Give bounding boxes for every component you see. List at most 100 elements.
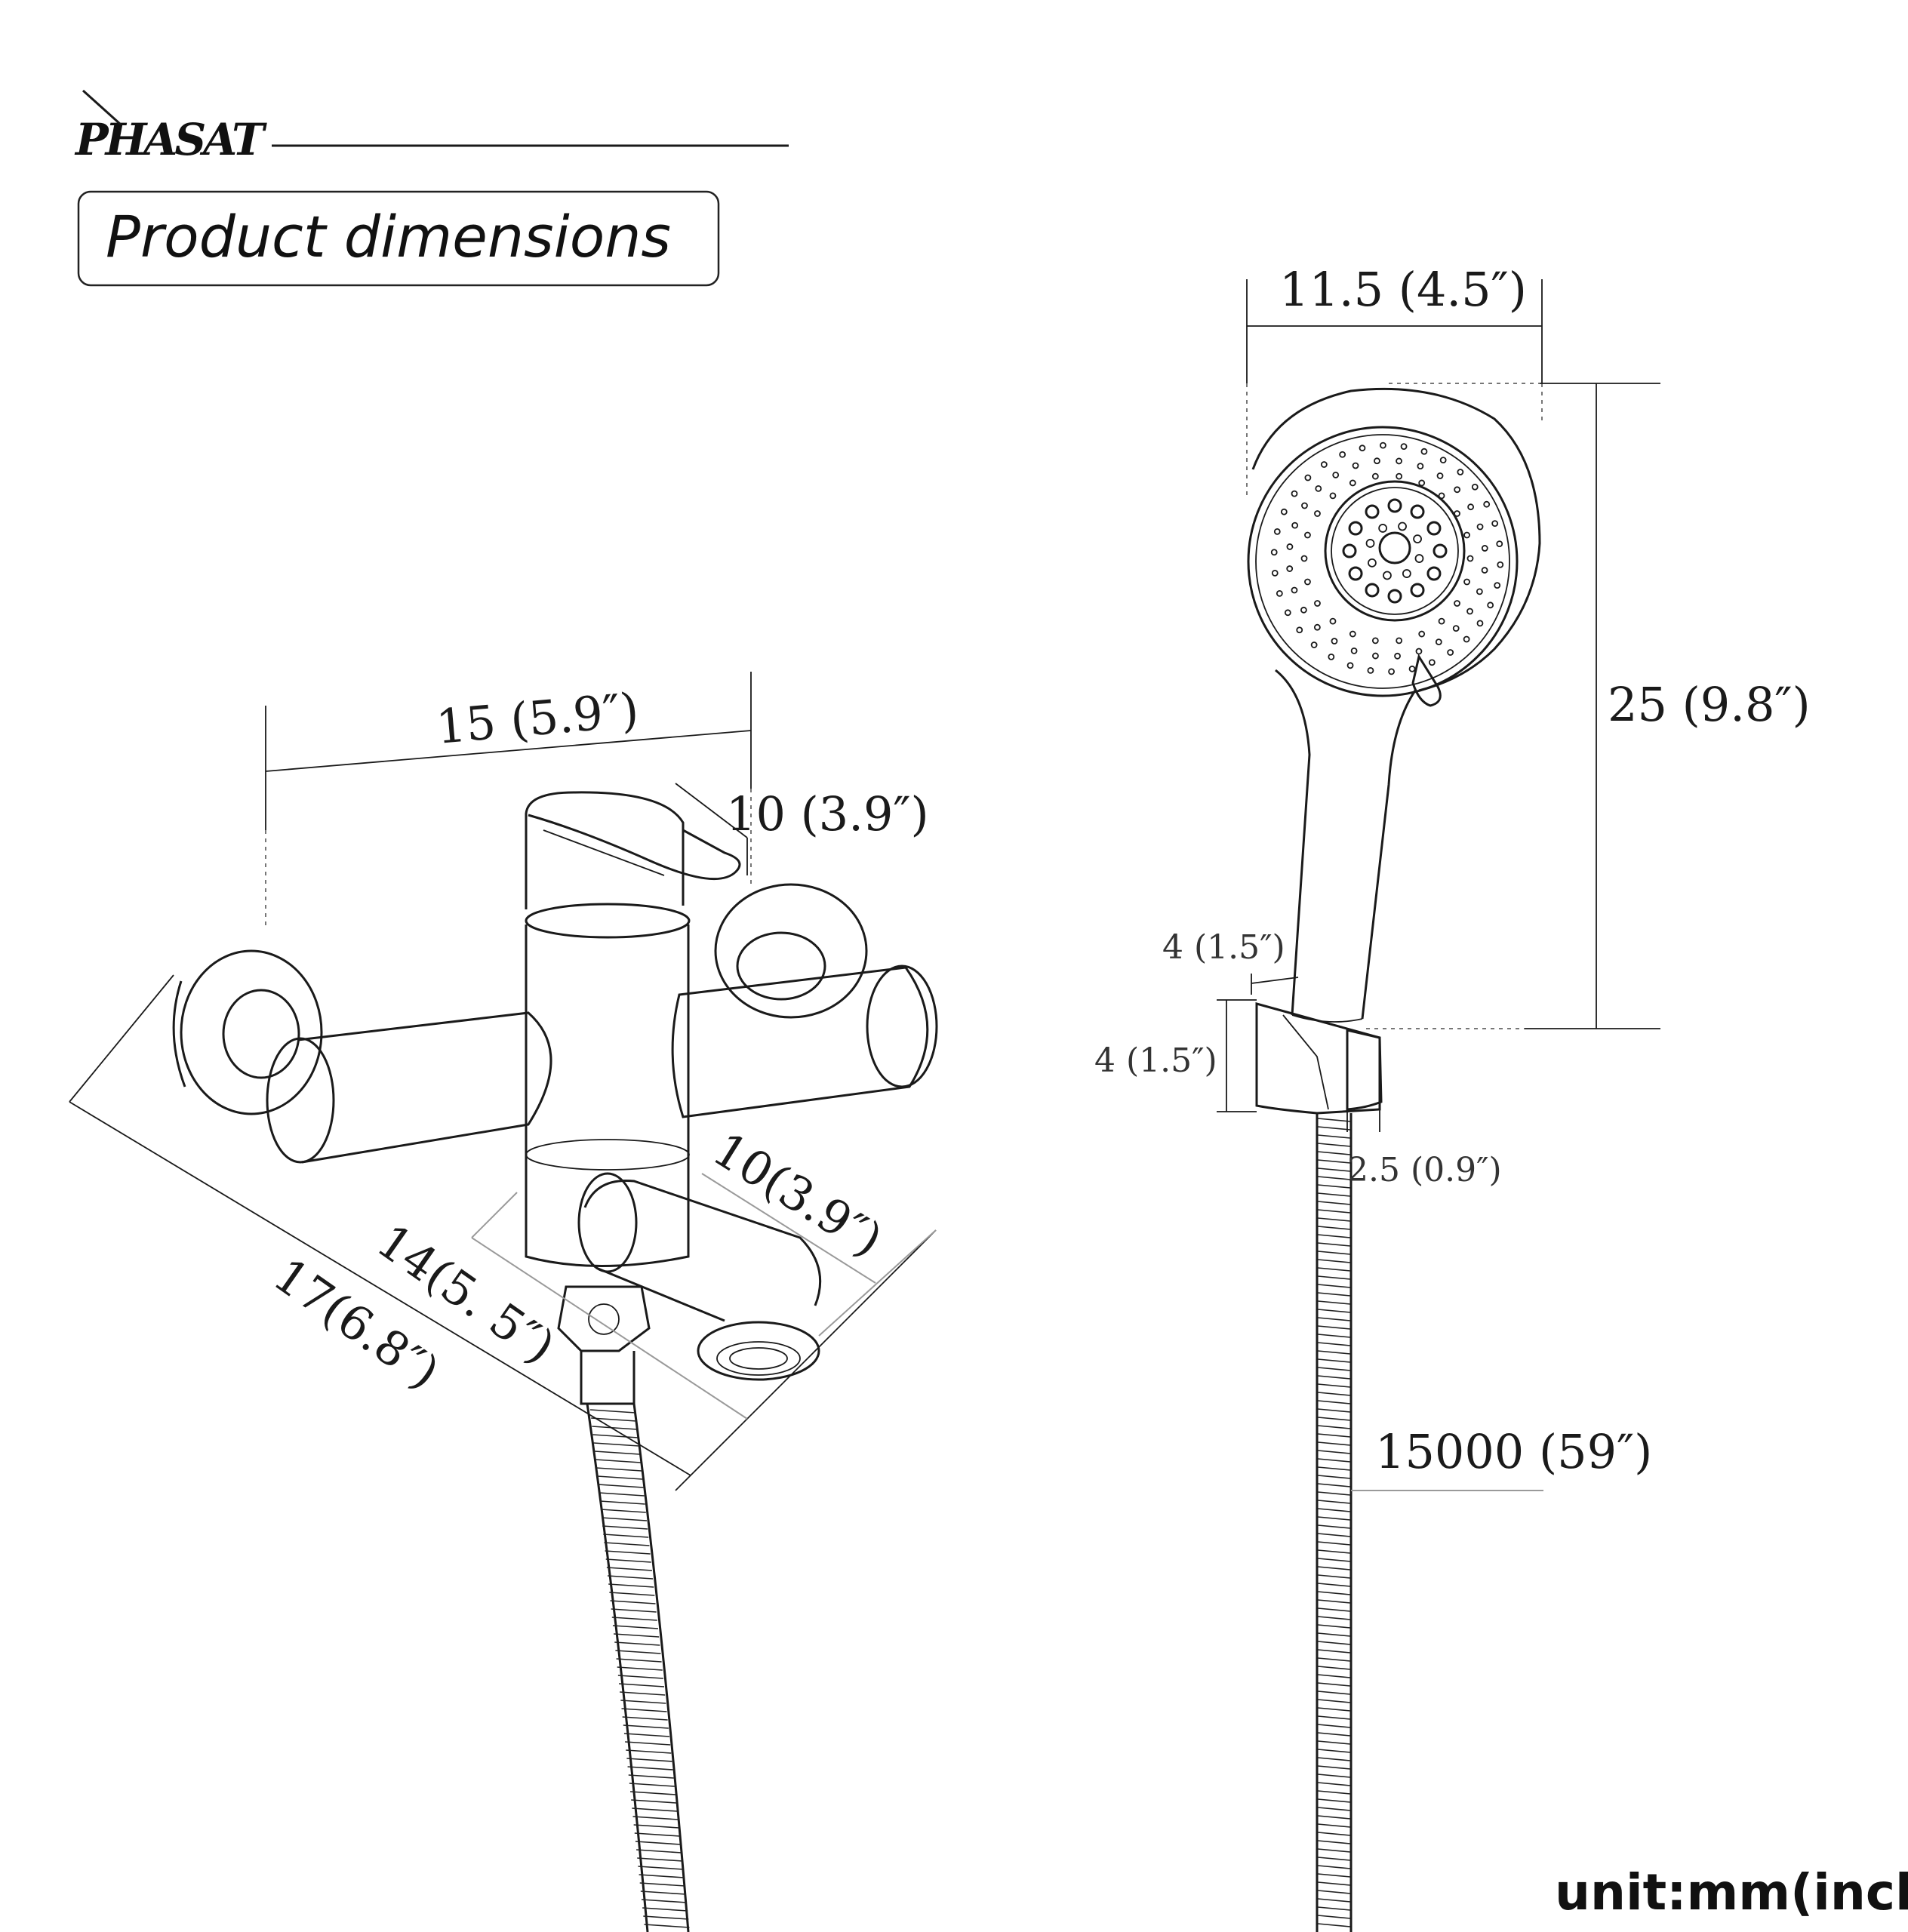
hose-band (1317, 1408, 1351, 1413)
hose-band (1317, 1749, 1351, 1753)
hose-band (1317, 1234, 1351, 1238)
hose-band (629, 1783, 675, 1787)
nozzle (1483, 500, 1491, 508)
svg-text:PHASAT: PHASAT (74, 114, 267, 165)
hose-band (1317, 1898, 1351, 1903)
hose-band (642, 1907, 688, 1912)
page-title: Product dimensions (106, 203, 671, 270)
hose-band (603, 1534, 649, 1538)
hose-band (1317, 1184, 1351, 1189)
nozzle (1396, 457, 1402, 465)
hose-band (1317, 1549, 1351, 1554)
hose-band (1317, 1309, 1351, 1313)
nozzle (1408, 665, 1416, 672)
brand-logo: PHASAT (74, 89, 270, 165)
nozzle (1339, 451, 1346, 458)
nozzle (1304, 578, 1311, 586)
nozzle (1296, 626, 1303, 634)
hose-band (1317, 1690, 1351, 1695)
hose-band (626, 1749, 672, 1754)
hose-band (1317, 1118, 1351, 1122)
nozzle (1270, 549, 1278, 556)
hose-band (1317, 1732, 1351, 1737)
hose-band (1317, 1632, 1351, 1637)
hose-band (592, 1434, 639, 1438)
nozzle (1331, 638, 1338, 645)
nozzle (1300, 606, 1307, 614)
hose-band (639, 1874, 685, 1878)
nozzle (1315, 485, 1322, 492)
hose-band (627, 1766, 673, 1770)
hose-band (633, 1824, 679, 1829)
hose-band (614, 1633, 660, 1638)
hose-band (632, 1816, 679, 1820)
nozzle (1291, 521, 1299, 529)
dim-holder-depth: 2.5 (0.9″) (1347, 1151, 1502, 1189)
nozzle (1413, 534, 1422, 544)
hose-band (617, 1666, 663, 1671)
hose-band (1317, 1591, 1351, 1595)
hose-band (1317, 1807, 1351, 1811)
hose-band (1317, 1400, 1351, 1404)
hose-band (1317, 1890, 1351, 1894)
hose-band (1317, 1533, 1351, 1537)
hose-band (1317, 1740, 1351, 1745)
nozzle (1301, 502, 1308, 509)
nozzle (1466, 555, 1474, 562)
nozzle (1328, 653, 1335, 660)
hose-band (1317, 1798, 1351, 1803)
nozzle (1291, 586, 1298, 594)
nozzle (1276, 589, 1283, 597)
hose-band (595, 1459, 641, 1463)
hose-band (1317, 1541, 1351, 1546)
hose-band (1317, 1334, 1351, 1338)
hand-shower (1247, 387, 1541, 1115)
hose-band (1317, 1292, 1351, 1297)
hose-band (592, 1426, 638, 1430)
nozzle (1359, 445, 1366, 452)
hose-band (621, 1708, 667, 1712)
hose-band (625, 1741, 671, 1746)
hose-band (610, 1600, 656, 1604)
hose-band (601, 1517, 648, 1521)
hose-band (644, 1924, 690, 1928)
hose-band (1317, 1350, 1351, 1355)
nozzle (1439, 457, 1447, 464)
hose-band (1317, 1508, 1351, 1512)
nozzle (1420, 448, 1428, 455)
nozzle (1394, 652, 1401, 660)
hose-band (1317, 1367, 1351, 1371)
hose-band (1317, 1458, 1351, 1463)
nozzle (1313, 623, 1321, 631)
hose-band (1317, 1192, 1351, 1197)
hose-band (626, 1758, 672, 1762)
nozzle (1286, 543, 1294, 550)
hose-band (614, 1641, 660, 1646)
nozzle (1400, 443, 1408, 451)
hose-band (1317, 1790, 1351, 1795)
hose-band (1317, 1641, 1351, 1645)
nozzle (1467, 503, 1475, 511)
hose-band (1317, 1558, 1351, 1562)
dim-shower-height: 25 (9.8″) (1608, 677, 1811, 732)
nozzle (1402, 569, 1411, 578)
nozzle (1380, 441, 1386, 449)
hose-band (620, 1700, 666, 1704)
dim-holder-side: 4 (1.5″) (1094, 1041, 1217, 1080)
nozzle (1491, 520, 1499, 528)
hose-band (635, 1841, 682, 1845)
hose-band (1317, 1657, 1351, 1662)
hose-band (1317, 1757, 1351, 1761)
nozzle (1365, 539, 1375, 548)
nozzle (1471, 483, 1479, 491)
hose-band (1317, 1134, 1351, 1139)
nozzle (1349, 479, 1356, 487)
hose-band (620, 1691, 666, 1696)
hose-band (1317, 1865, 1351, 1869)
nozzle (1438, 492, 1445, 500)
hose-band (598, 1484, 644, 1488)
nozzle (1476, 588, 1483, 595)
dim-hose-length: 15000 (59″) (1375, 1424, 1652, 1479)
nozzle (1348, 566, 1363, 581)
